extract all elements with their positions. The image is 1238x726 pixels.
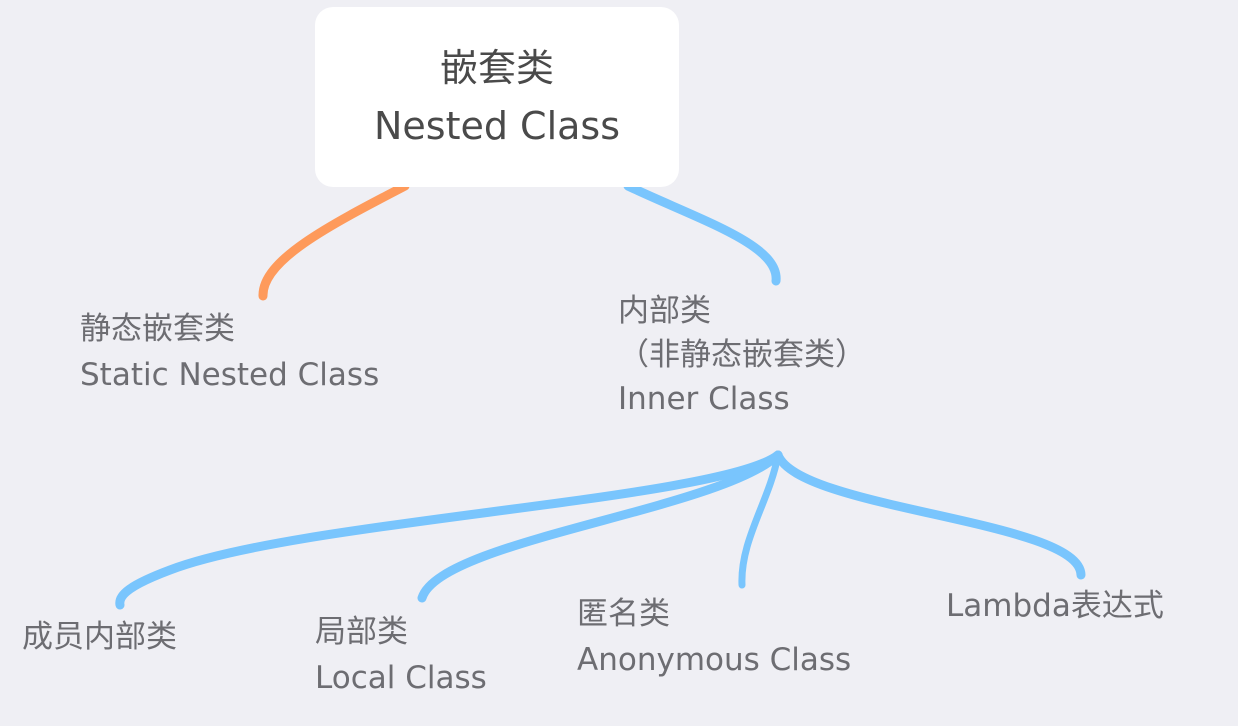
- connector-root-inner: [623, 181, 781, 286]
- root-label-zh: 嵌套类: [439, 46, 554, 90]
- connector-inner-lambda: [773, 450, 1086, 580]
- node-inner-class[interactable]: 内部类 （非静态嵌套类） Inner Class: [618, 289, 866, 421]
- node-label-en: Static Nested Class: [80, 357, 380, 393]
- connector-root-static: [258, 181, 410, 301]
- node-member-inner-class[interactable]: 成员内部类: [22, 614, 177, 660]
- node-label-en: Inner Class: [618, 381, 790, 417]
- node-label-en: Local Class: [315, 660, 487, 696]
- connector-inner-member: [115, 450, 783, 610]
- node-label-zh: Lambda表达式: [946, 588, 1164, 624]
- node-lambda-expression[interactable]: Lambda表达式: [946, 583, 1164, 629]
- node-label-en: Anonymous Class: [577, 642, 852, 678]
- node-static-nested-class[interactable]: 静态嵌套类 Static Nested Class: [80, 306, 379, 398]
- connector-inner-anonymous: [738, 451, 782, 589]
- node-local-class[interactable]: 局部类 Local Class: [315, 609, 487, 701]
- root-label-en: Nested Class: [373, 104, 621, 148]
- node-label-zh-note: （非静态嵌套类）: [618, 337, 866, 373]
- node-label-zh: 匿名类: [577, 596, 670, 632]
- node-label-zh: 局部类: [315, 614, 408, 650]
- root-node-nested-class[interactable]: 嵌套类 Nested Class: [315, 7, 679, 187]
- connector-inner-local: [417, 450, 783, 603]
- node-anonymous-class[interactable]: 匿名类 Anonymous Class: [577, 591, 851, 683]
- node-label-zh: 成员内部类: [22, 619, 177, 655]
- node-label-zh: 内部类: [618, 293, 711, 329]
- node-label-zh: 静态嵌套类: [80, 311, 235, 347]
